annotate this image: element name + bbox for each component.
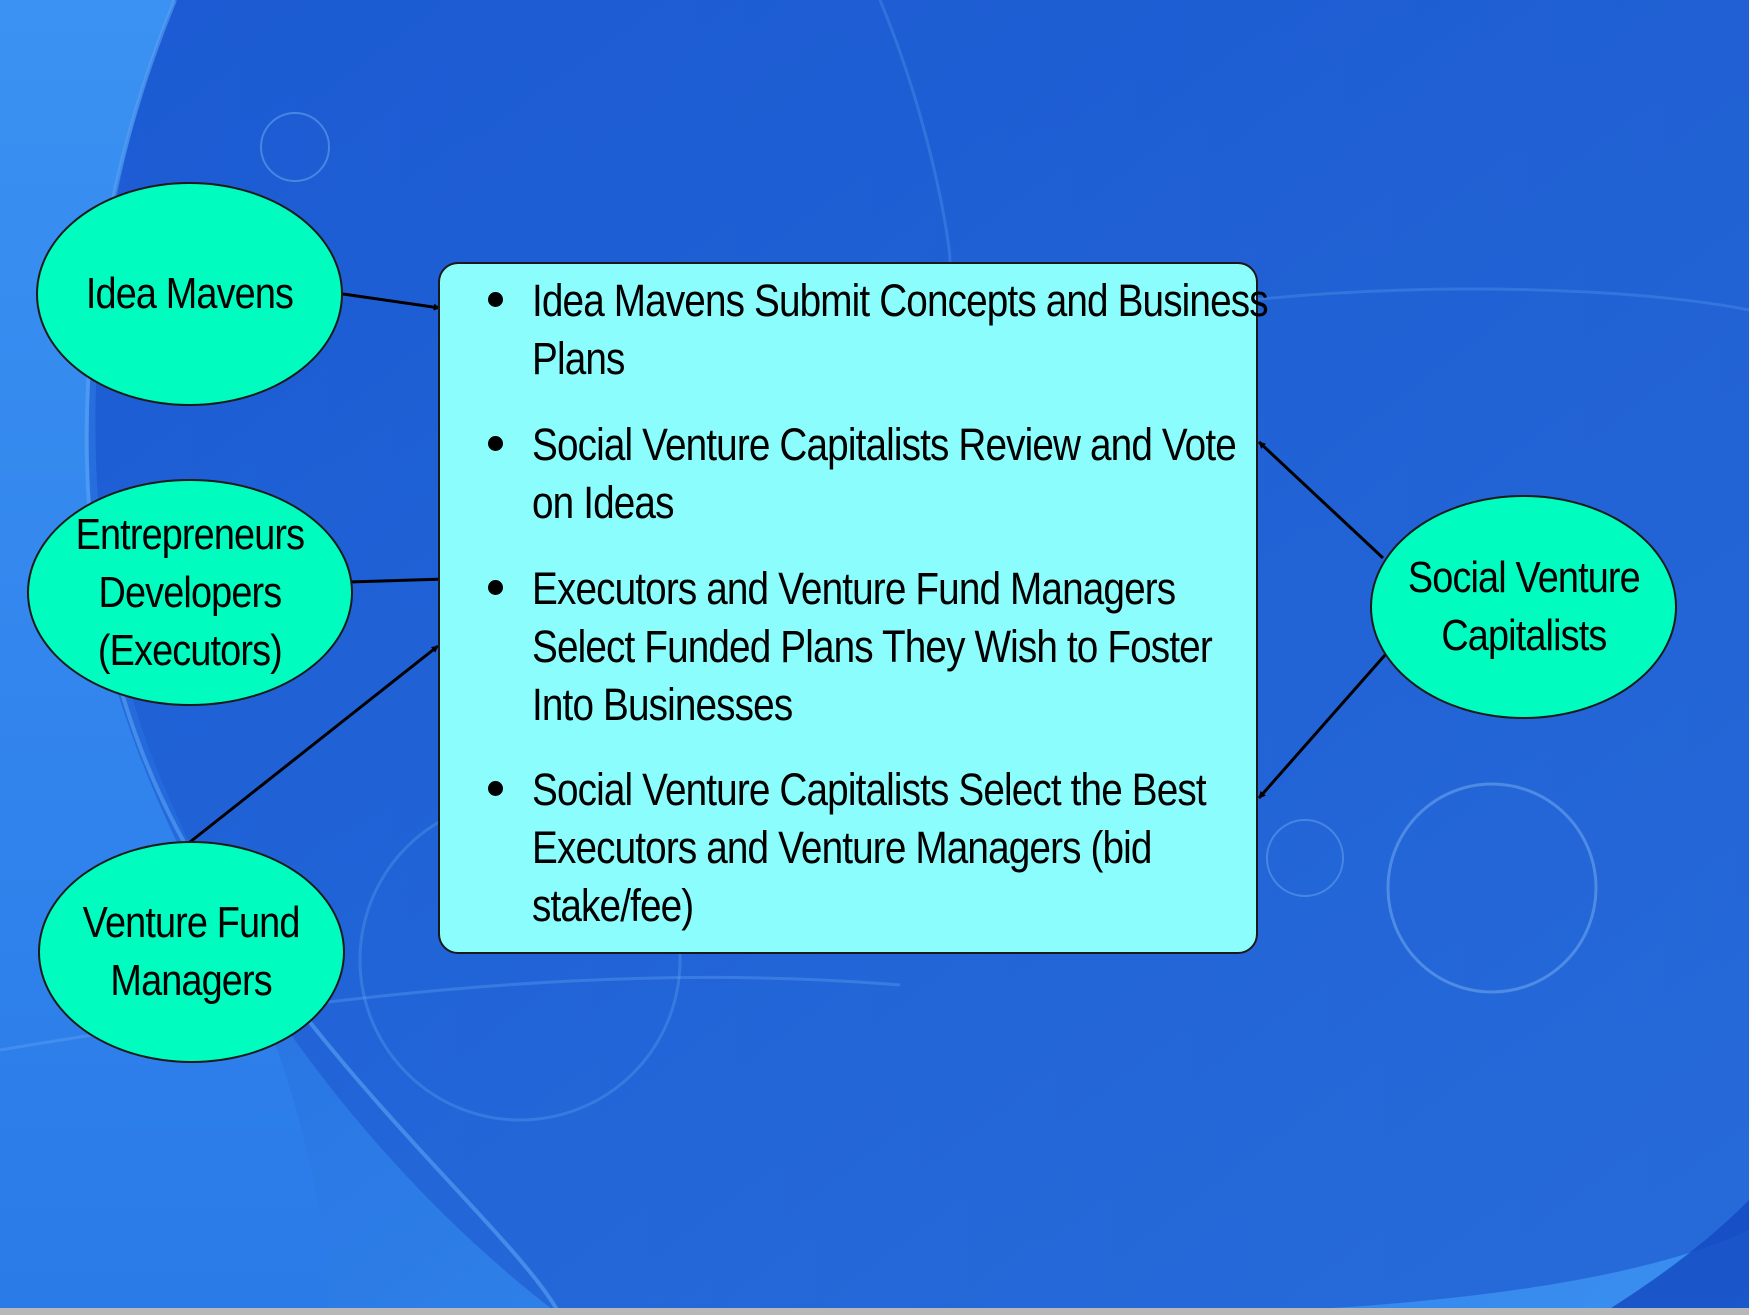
venture-fund-managers-label: Venture Fund Managers — [83, 898, 301, 1005]
process-step-text: Social Venture Capitalists Select the Be… — [532, 764, 1207, 931]
venture-fund-managers-node: Venture Fund Managers — [38, 841, 345, 1063]
bullet-icon — [488, 580, 503, 595]
social-venture-capitalists-node: Social Venture Capitalists — [1370, 495, 1677, 719]
entrepreneurs-label: Entrepreneurs Developers (Executors) — [75, 509, 305, 675]
slide-bottom-edge — [0, 1308, 1749, 1315]
process-step-item: Executors and Venture Fund Managers Sele… — [488, 560, 1272, 734]
process-step-item: Social Venture Capitalists Review and Vo… — [488, 416, 1272, 532]
process-step-item: Social Venture Capitalists Select the Be… — [488, 761, 1272, 935]
process-step-text: Social Venture Capitalists Review and Vo… — [532, 419, 1237, 528]
idea-mavens-label: Idea Mavens — [85, 269, 294, 318]
process-step-text: Executors and Venture Fund Managers Sele… — [532, 563, 1213, 730]
entrepreneurs-node: Entrepreneurs Developers (Executors) — [27, 479, 353, 706]
bullet-icon — [488, 436, 503, 451]
bullet-icon — [488, 292, 503, 307]
process-step-text: Idea Mavens Submit Concepts and Business… — [532, 275, 1269, 384]
process-step-item: Idea Mavens Submit Concepts and Business… — [488, 272, 1272, 388]
social-venture-capitalists-label: Social Venture Capitalists — [1407, 553, 1641, 660]
bullet-icon — [488, 781, 503, 796]
idea-mavens-node: Idea Mavens — [36, 182, 343, 406]
process-steps-box: Idea Mavens Submit Concepts and Business… — [438, 262, 1269, 954]
